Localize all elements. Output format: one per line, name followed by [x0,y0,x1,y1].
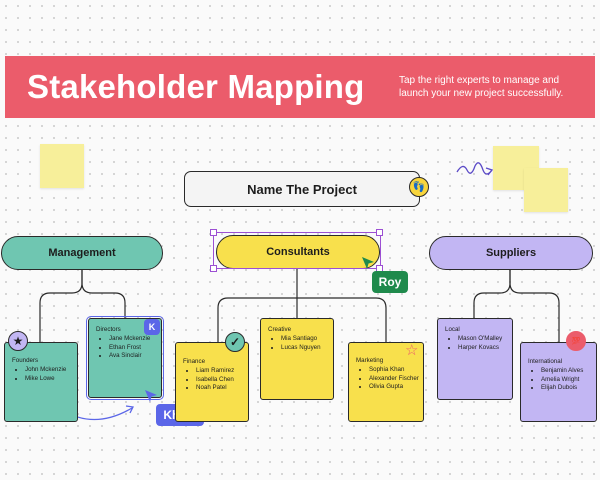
stakeholder-card-international[interactable]: International Benjamin Alves Amelia Wrig… [520,342,597,422]
member-list: Mia Santiago Lucas Nguyen [268,335,333,352]
card-title: Creative [268,326,292,333]
sticky-note[interactable] [40,144,84,188]
member-name: Olivia Gupta [369,383,423,391]
resize-handle[interactable] [210,265,217,272]
project-title: Name The Project [247,181,357,197]
group-consultants[interactable]: Consultants [216,235,380,269]
member-name: Alexander Fischer [369,375,423,383]
banner-subtitle: Tap the right experts to manage and laun… [399,75,564,99]
member-list: Jane Mckenzie Ethan Frost Ava Sinclair [96,335,161,360]
star-icon: ★ [8,331,28,351]
hundred-points-icon: 💯 [566,331,586,351]
cursor-icon [362,257,374,269]
member-name: Mia Santiago [281,335,333,343]
collaborator-tag-roy: Roy [372,271,408,293]
card-title: Marketing [356,357,384,364]
sticky-note[interactable] [524,168,568,212]
stakeholder-card-founders[interactable]: Founders John Mckenzie Mike Lowe [4,342,78,422]
card-title: International [528,358,563,365]
resize-handle[interactable] [210,229,217,236]
page-title: Stakeholder Mapping [27,68,365,105]
group-management[interactable]: Management [1,236,163,270]
stakeholder-card-directors[interactable]: Directors Jane Mckenzie Ethan Frost Ava … [86,316,164,400]
resize-handle[interactable] [376,229,383,236]
collaborator-badge-k: K [144,319,160,335]
selection-frame[interactable] [213,232,381,269]
member-name: Ethan Frost [109,344,161,352]
member-name: Noah Patel [196,384,248,392]
member-list: Liam Ramirez Isabella Chen Noah Patel [183,367,248,392]
sparkle-star-icon: ☆ [405,342,419,359]
member-name: Benjamin Alves [541,367,596,375]
member-name: Mike Lowe [25,375,77,383]
collaborator-name: Roy [378,275,402,289]
member-name: John Mckenzie [25,366,77,374]
member-name: Liam Ramirez [196,367,248,375]
stakeholder-card-marketing[interactable]: Marketing Sophia Khan Alexander Fischer … [348,342,424,422]
cursor-icon [145,390,157,402]
group-label: Consultants [266,246,330,258]
member-name: Jane Mckenzie [109,335,161,343]
member-name: Ava Sinclair [109,352,161,360]
checkmark-icon: ✓ [225,332,245,352]
group-suppliers[interactable]: Suppliers [429,236,593,270]
group-label: Management [48,247,116,259]
member-name: Lucas Nguyen [281,344,333,352]
member-name: Amelia Wright [541,376,596,384]
member-name: Elijah Dubois [541,384,596,392]
project-title-box[interactable]: Name The Project [184,171,420,207]
member-name: Mason O'Malley [458,335,512,343]
stakeholder-card-creative[interactable]: Creative Mia Santiago Lucas Nguyen [260,318,334,400]
member-name: Harper Kovacs [458,344,512,352]
card-title: Founders [12,357,39,364]
member-list: John Mckenzie Mike Lowe [12,366,77,383]
stakeholder-card-finance[interactable]: Finance Liam Ramirez Isabella Chen Noah … [175,342,249,422]
member-name: Sophia Khan [369,366,423,374]
card-title: Directors [96,326,121,333]
card-title: Local [445,326,460,333]
card-title: Finance [183,358,206,365]
member-list: Benjamin Alves Amelia Wright Elijah Dubo… [528,367,596,392]
group-label: Suppliers [485,247,537,259]
footprints-icon: 👣 [409,177,429,197]
member-list: Mason O'Malley Harper Kovacs [445,335,512,352]
stakeholder-card-local[interactable]: Local Mason O'Malley Harper Kovacs [437,318,513,400]
scribble-arrow-icon [456,162,493,175]
member-list: Sophia Khan Alexander Fischer Olivia Gup… [356,366,423,391]
header-banner: Stakeholder Mapping Tap the right expert… [5,56,595,118]
badge-letter: K [148,322,156,332]
member-name: Isabella Chen [196,376,248,384]
